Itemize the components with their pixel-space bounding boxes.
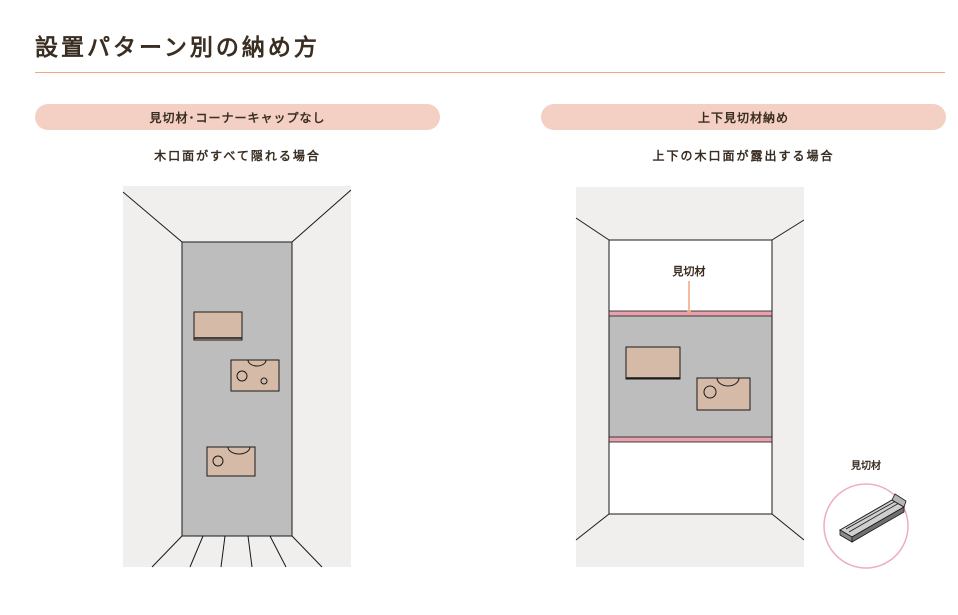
faucet-hole: [212, 455, 224, 467]
left-perspective-line: [291, 189, 352, 243]
furniture-block: [193, 311, 243, 341]
sink-basin: [247, 359, 267, 367]
right-perspective-line: [575, 513, 610, 541]
trim-groove-line: [848, 502, 900, 533]
sink-unit: [696, 377, 751, 411]
trim-callout-label: 見切材: [672, 264, 706, 278]
left-perspective-line: [220, 535, 226, 568]
left-panel-subtitle: 木口面がすべて隠れる場合: [154, 149, 321, 163]
right-perspective-line: [771, 219, 805, 241]
sink-unit: [230, 359, 280, 392]
left-perspective-line: [291, 535, 323, 568]
left-room-diagram: [122, 186, 352, 568]
right-panel-header: 上下見切材納め: [541, 104, 946, 130]
right-panel-subtitle: 上下の木口面が露出する場合: [652, 149, 835, 163]
right-perspective-line: [575, 217, 610, 241]
left-perspective-line: [122, 191, 183, 243]
title-underline: [35, 72, 945, 73]
faucet-hole: [703, 385, 717, 399]
furniture-block: [625, 346, 681, 380]
trim-detail: 見切材: [823, 459, 909, 569]
right-room-diagram: 見切材: [575, 187, 805, 567]
trim-end-cap: [891, 493, 907, 508]
left-perspective-line: [189, 535, 204, 568]
bottom-trim-strip: [608, 436, 773, 443]
right-perspective-line: [771, 513, 805, 541]
trim-detail-label: 見切材: [850, 459, 881, 472]
left-perspective-line: [151, 535, 183, 568]
sink-basin: [716, 377, 740, 387]
drain-hole: [260, 377, 268, 385]
left-perspective-line: [269, 535, 287, 568]
trim-groove-line: [845, 500, 897, 530]
trim-side-face: [851, 506, 905, 543]
faucet-hole: [236, 370, 248, 382]
left-panel-header: 見切材･コーナーキャップなし: [35, 104, 440, 130]
sink-basin: [227, 446, 251, 455]
left-perspective-line: [247, 535, 253, 568]
trim-callout-dot: [687, 310, 691, 314]
page-title: 設置パターン別の納め方: [35, 35, 320, 61]
